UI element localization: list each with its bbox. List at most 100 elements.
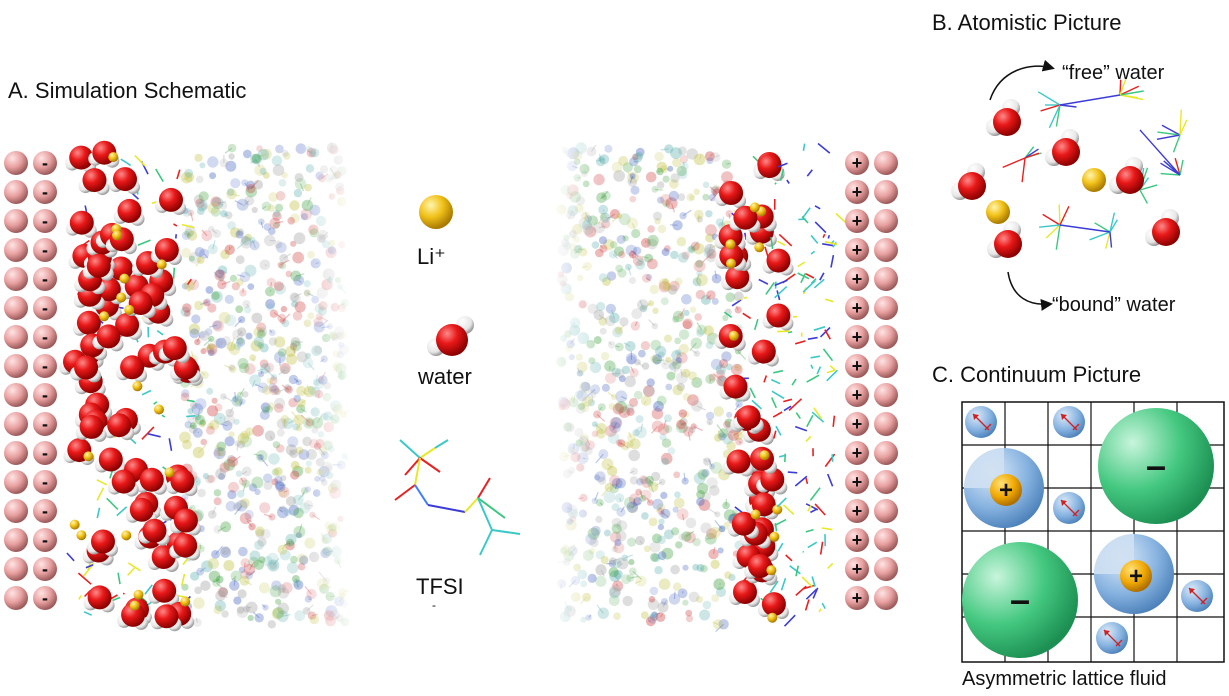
tfsi-stick — [1109, 212, 1116, 233]
tfsi-stick — [1179, 159, 1184, 176]
legend-water-icon — [427, 316, 474, 356]
dipole-cross — [1072, 509, 1080, 517]
right-electrode-atom — [874, 383, 898, 407]
legend-li-icon — [419, 195, 453, 229]
fade-left — [300, 140, 360, 630]
tfsi-stick — [1139, 189, 1149, 204]
right-electrode-sign: + — [852, 559, 863, 579]
right-electrode-atom — [874, 412, 898, 436]
left-electrode-sign: - — [42, 588, 48, 608]
right-electrode-sign: + — [852, 153, 863, 173]
tfsi-stick — [1048, 104, 1061, 129]
electrode-left-negative: ---------------- — [4, 151, 57, 610]
left-electrode-atom — [4, 470, 28, 494]
tfsi-stick — [1021, 157, 1026, 183]
left-electrode-sign: - — [42, 530, 48, 550]
left-electrode-atom — [33, 586, 57, 610]
oxygen-atom — [958, 172, 986, 200]
right-electrode-atom — [874, 354, 898, 378]
free-water-arrow — [989, 59, 1055, 101]
right-electrode-sign: + — [852, 472, 863, 492]
dipole-cross — [984, 423, 992, 431]
bulk-electrolyte-right — [556, 142, 747, 632]
right-electrode-atom — [845, 528, 869, 552]
left-electrode-sign: - — [42, 240, 48, 260]
right-electrode-atom — [845, 238, 869, 262]
left-electrode-sign: - — [42, 298, 48, 318]
right-electrode-atom — [845, 499, 869, 523]
anion-sign: – — [1146, 445, 1166, 486]
tfsi-stick — [1179, 119, 1188, 136]
left-electrode-atom — [33, 528, 57, 552]
oxygen-atom — [994, 230, 1022, 258]
legend-water-label: water — [418, 364, 472, 389]
bound-water-arrow — [1007, 271, 1053, 311]
tfsi-stick — [1058, 204, 1061, 226]
cation-cutaway — [1094, 534, 1134, 574]
right-electrode-atom — [874, 441, 898, 465]
electrode-right-positive: ++++++++++++++++ — [845, 151, 898, 610]
legend-li-label: Li⁺ — [417, 244, 446, 269]
left-electrode-atom — [33, 557, 57, 581]
anion-sign: – — [1010, 579, 1030, 620]
tfsi-bond — [1139, 129, 1181, 176]
tfsi-stick — [1109, 219, 1118, 233]
dipole-cross — [1115, 639, 1123, 647]
left-electrode-atom — [33, 383, 57, 407]
right-electrode-atom — [874, 151, 898, 175]
tfsi-stick — [1094, 222, 1111, 233]
right-electrode-atom — [845, 470, 869, 494]
left-electrode-atom — [4, 441, 28, 465]
right-electrode-sign: + — [852, 211, 863, 231]
right-electrode-sign: + — [852, 269, 863, 289]
left-electrode-sign: - — [42, 385, 48, 405]
left-electrode-atom — [4, 209, 28, 233]
left-electrode-sign: - — [42, 559, 48, 579]
right-electrode-sign: + — [852, 530, 863, 550]
tfsi-stick — [1156, 134, 1181, 140]
tfsi-stick — [1105, 231, 1111, 249]
left-electrode-sign: - — [42, 327, 48, 347]
right-electrode-sign: + — [852, 414, 863, 434]
right-electrode-atom — [845, 441, 869, 465]
dipole-cross — [1072, 423, 1080, 431]
left-electrode-sign: - — [42, 443, 48, 463]
left-electrode-atom — [33, 470, 57, 494]
left-electrode-atom — [33, 151, 57, 175]
panel-c-title: C. Continuum Picture — [932, 362, 1142, 387]
right-electrode-atom — [845, 151, 869, 175]
tfsi-stick — [1139, 184, 1158, 191]
tfsi-stick — [1055, 224, 1061, 250]
left-electrode-atom — [4, 528, 28, 552]
right-electrode-sign: + — [852, 356, 863, 376]
dipole-arrowhead — [973, 414, 979, 420]
bound-water-label: “bound” water — [1052, 294, 1176, 316]
tfsi-stick — [1109, 231, 1113, 248]
panel-a-title: A. Simulation Schematic — [8, 78, 247, 103]
tfsi-stick — [1055, 104, 1061, 127]
cation-core — [990, 474, 1022, 506]
left-electrode-atom — [4, 296, 28, 320]
tfsi-stick — [1172, 134, 1181, 153]
left-electrode-atom — [33, 354, 57, 378]
tfsi-stick — [1160, 162, 1181, 176]
tfsi-stick — [1160, 172, 1181, 176]
right-electrode-atom — [874, 296, 898, 320]
left-electrode-atom — [4, 238, 28, 262]
tfsi-stick — [1045, 224, 1061, 239]
left-electrode-atom — [4, 586, 28, 610]
dipole-arrowhead — [1061, 414, 1067, 420]
left-electrode-sign: - — [42, 182, 48, 202]
left-electrode-atom — [4, 383, 28, 407]
atomistic-picture — [951, 78, 1188, 258]
right-electrode-sign: + — [852, 182, 863, 202]
tfsi-stick — [1119, 79, 1122, 96]
right-electrode-atom — [874, 209, 898, 233]
continuum-caption: Asymmetric lattice fluid — [962, 668, 1167, 690]
tfsi-stick — [1161, 124, 1181, 136]
left-electrode-atom — [33, 499, 57, 523]
left-electrode-sign: - — [42, 356, 48, 376]
right-electrode-atom — [845, 296, 869, 320]
cation-cutaway — [964, 448, 1004, 488]
right-electrode-atom — [874, 238, 898, 262]
